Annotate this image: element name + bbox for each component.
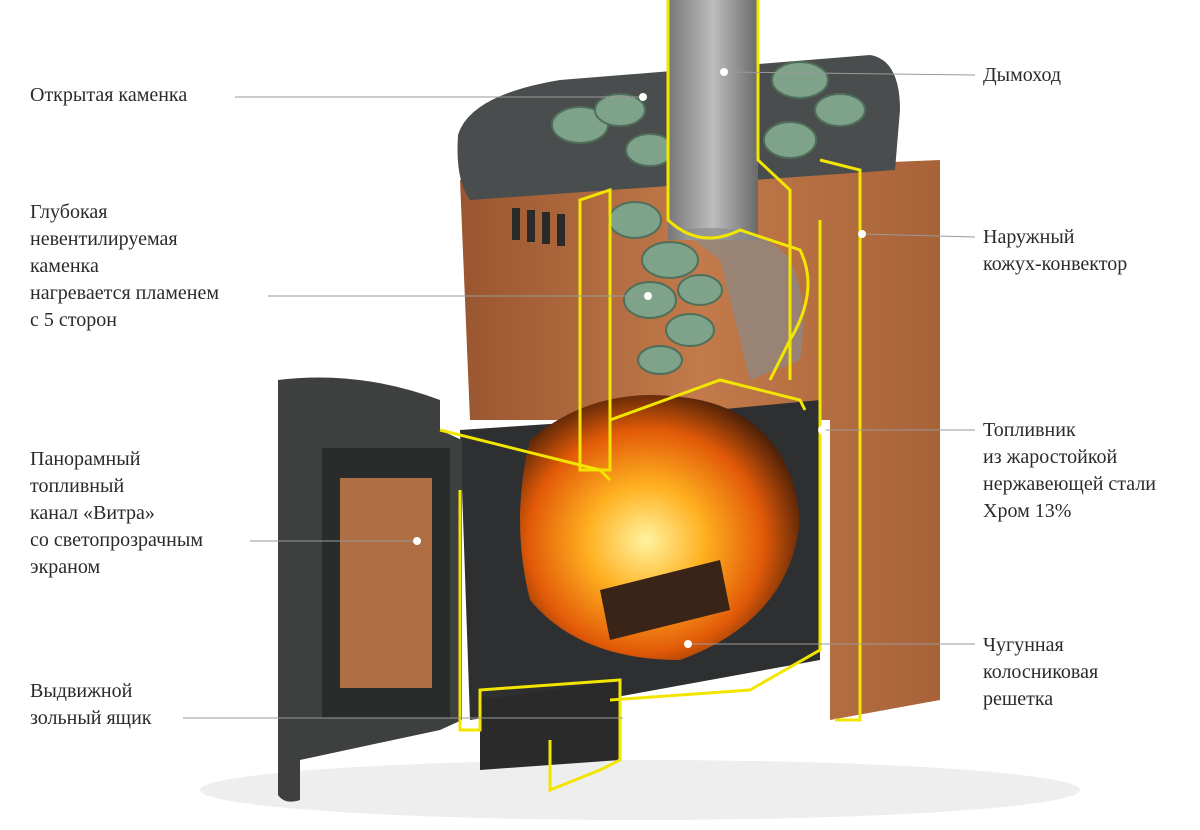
heater-stones (551, 61, 866, 375)
label-line: Выдвижной (30, 680, 133, 702)
smoke (680, 228, 804, 380)
label-line: Наружный (983, 226, 1075, 248)
label-line: зольный ящик (30, 707, 152, 729)
label-ash-box: Выдвижной зольный ящик (30, 678, 151, 732)
label-line: нержавеющей стали (983, 473, 1156, 495)
label-line: каменка (30, 255, 99, 277)
cutaway-outline (439, 0, 862, 793)
log (600, 560, 730, 640)
label-line: Чугунная (983, 634, 1064, 656)
label-firebox: Топливник из жаростойкой нержавеющей ста… (983, 417, 1156, 525)
label-line: нагревается пламенем (30, 282, 219, 304)
label-line: невентилируемая (30, 228, 178, 250)
chimney (668, 0, 758, 240)
label-line: Топливник (983, 419, 1076, 441)
label-line: с 5 сторон (30, 309, 117, 331)
vent-slots (512, 208, 565, 246)
label-line: решетка (983, 688, 1054, 710)
label-chimney: Дымоход (983, 64, 1062, 86)
label-fuel-channel: Панорамный топливный канал «Витра» со св… (30, 446, 203, 581)
label-deep-heater: Глубокая невентилируемая каменка нагрева… (30, 199, 219, 334)
label-open-heater: Открытая каменка (30, 84, 188, 106)
label-line: канал «Витра» (30, 502, 155, 524)
floor-shadow (200, 760, 1080, 820)
label-line: колосниковая (983, 661, 1099, 683)
label-line: Хром 13% (983, 500, 1072, 522)
fire (520, 395, 800, 660)
label-line: Панорамный (30, 448, 141, 470)
label-line: из жаростойкой (983, 446, 1118, 468)
label-grate: Чугунная колосниковая решетка (983, 632, 1098, 713)
label-outer-casing: Наружный кожух-конвектор (983, 224, 1127, 278)
label-line: топливный (30, 475, 125, 497)
leader-lines (183, 71, 976, 719)
leader-dots (413, 68, 866, 722)
label-line: кожух-конвектор (983, 253, 1128, 275)
glass-screen (340, 478, 432, 688)
label-line: экраном (30, 556, 101, 578)
label-line: Глубокая (30, 201, 108, 223)
ash-box (480, 680, 620, 770)
label-line: со светопрозрачным (30, 529, 203, 551)
